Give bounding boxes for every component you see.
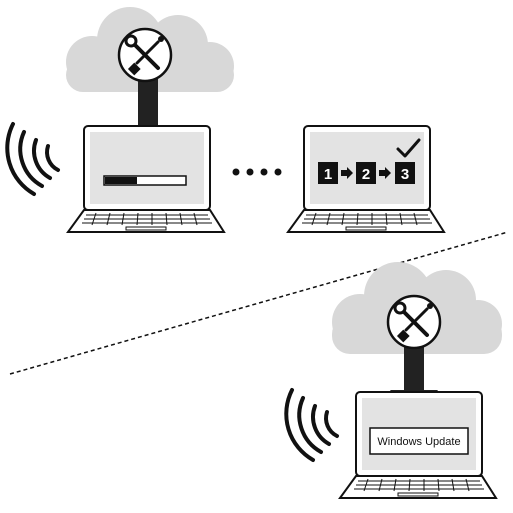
checkmark-icon [396,138,421,158]
progress-bar [103,175,187,186]
arrow-right-icon [379,167,391,179]
arrow-right-icon [341,167,353,179]
laptop-downloading [66,125,226,233]
wrench-screwdriver-icon [386,294,442,350]
laptop-windows-update: Windows Update [338,391,498,499]
step-2-label: 2 [362,166,370,183]
windows-update-label: Windows Update [377,436,460,448]
step-3-label: 3 [401,166,409,183]
windows-update-box: Windows Update [369,427,469,455]
wifi-icon [5,122,60,196]
wifi-icon [284,388,339,462]
wrench-screwdriver-icon [117,27,173,83]
keyboard [354,478,484,492]
step-2: 2 [356,162,376,184]
laptop-installing: 1 2 3 [286,125,446,233]
keyboard [82,212,212,226]
step-1-label: 1 [324,166,332,183]
keyboard [302,212,432,226]
divider-line [9,231,509,375]
progress-dots [232,168,282,176]
step-3: 3 [395,162,415,184]
step-1: 1 [318,162,338,184]
